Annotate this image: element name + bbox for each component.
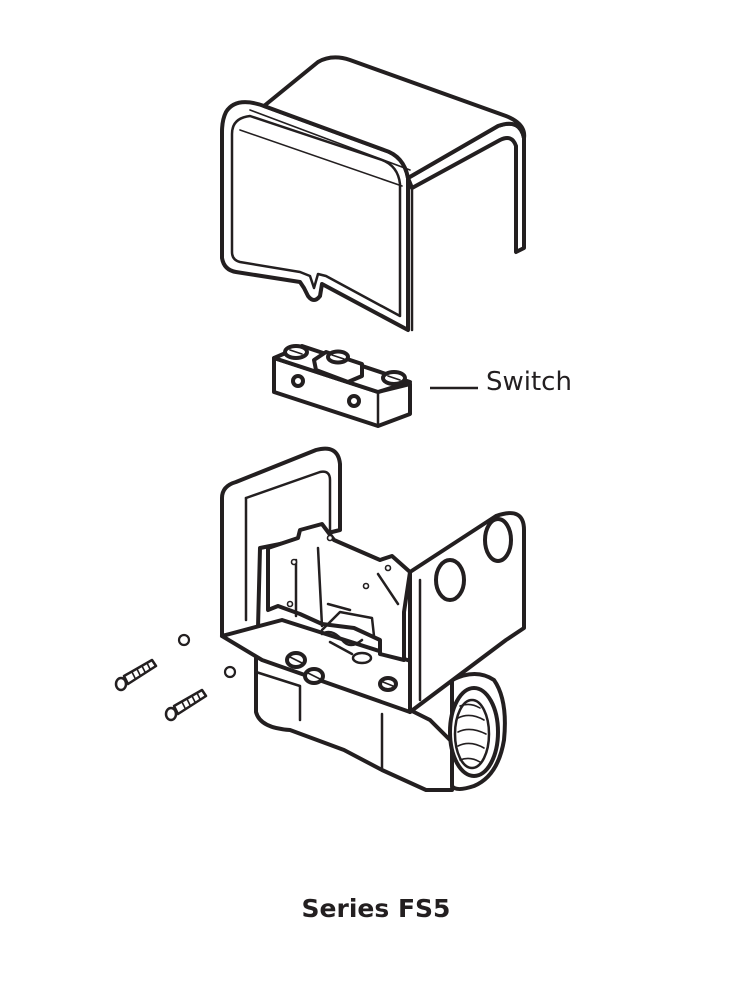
cover-part (220, 55, 527, 332)
switch-callout-label: Switch (486, 367, 572, 397)
washer-lower (223, 665, 237, 679)
screws-and-washers (114, 633, 237, 722)
switch-part (272, 344, 412, 428)
washer-upper (177, 633, 191, 647)
diagram-caption: Series FS5 (301, 894, 451, 923)
base-housing-part (220, 446, 526, 792)
screw-upper (114, 658, 158, 692)
screw-lower (164, 688, 208, 722)
